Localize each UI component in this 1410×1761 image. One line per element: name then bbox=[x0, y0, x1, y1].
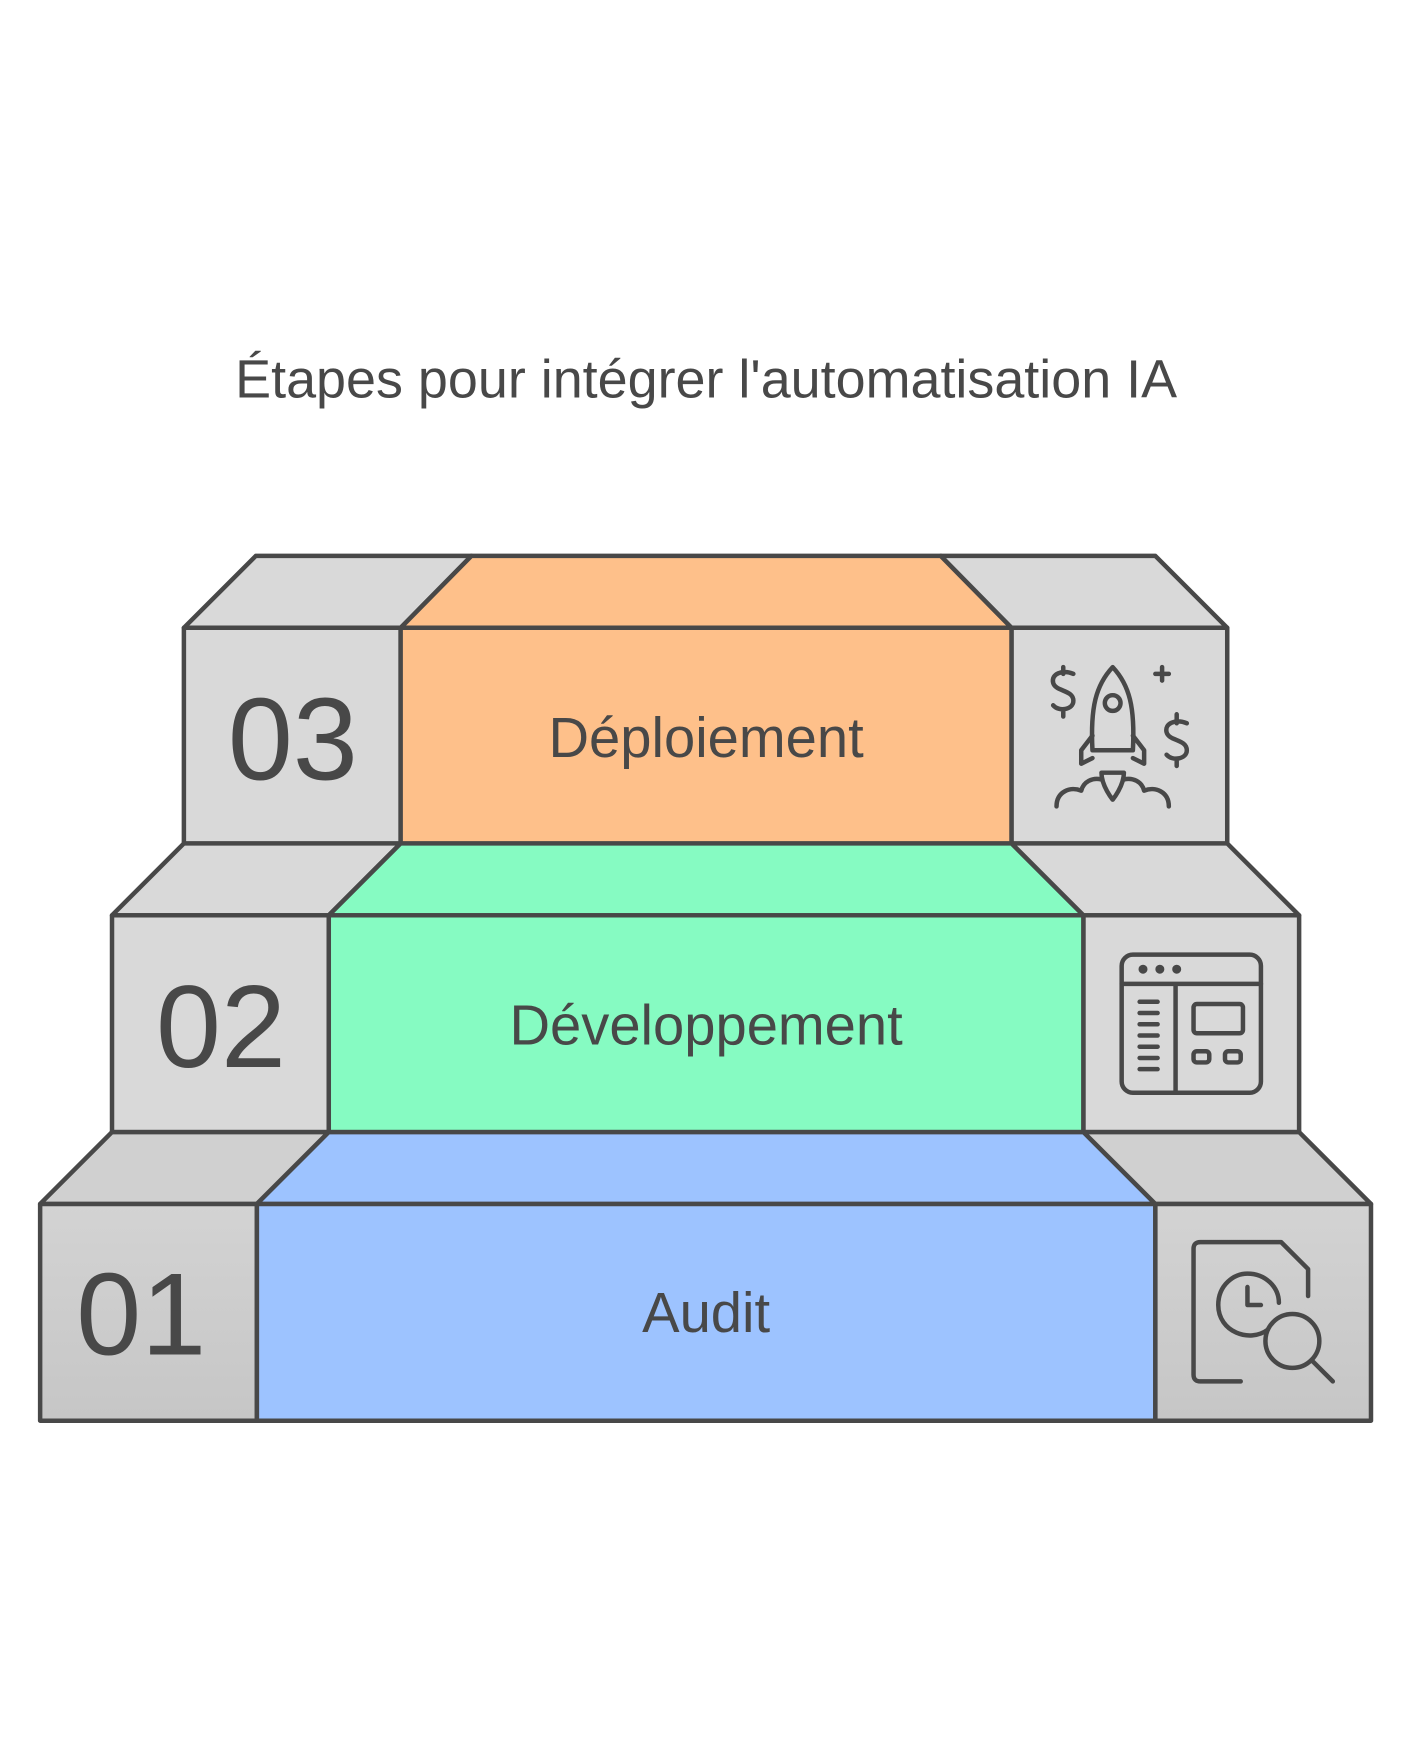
diagram-title: Étapes pour intégrer l'automatisation IA bbox=[235, 350, 1177, 410]
step-02-label-box bbox=[326, 913, 1086, 1135]
rocket-dollar-icon bbox=[1050, 664, 1190, 809]
step-02-number: 02 bbox=[156, 961, 286, 1092]
step-03-center-top bbox=[398, 553, 1014, 631]
step-03-number-box bbox=[181, 625, 403, 846]
step-03-icon-box bbox=[1009, 625, 1230, 846]
step-02-label: Développement bbox=[510, 993, 904, 1056]
step-03-number: 03 bbox=[228, 673, 358, 804]
step-01-number: 01 bbox=[76, 1248, 206, 1379]
document-clock-search-icon bbox=[1191, 1239, 1336, 1384]
step-01: 01 Audit bbox=[37, 1129, 1374, 1423]
step-02: 02 Développement bbox=[109, 841, 1302, 1135]
step-03: 03 Déploiement bbox=[181, 553, 1230, 846]
web-layout-icon bbox=[1119, 952, 1264, 1096]
step-03-label: Déploiement bbox=[549, 706, 865, 769]
step-01-center-top bbox=[254, 1129, 1158, 1207]
step-02-center-top bbox=[326, 841, 1086, 918]
step-01-icon-box bbox=[1153, 1201, 1374, 1423]
step-01-label: Audit bbox=[642, 1281, 770, 1344]
